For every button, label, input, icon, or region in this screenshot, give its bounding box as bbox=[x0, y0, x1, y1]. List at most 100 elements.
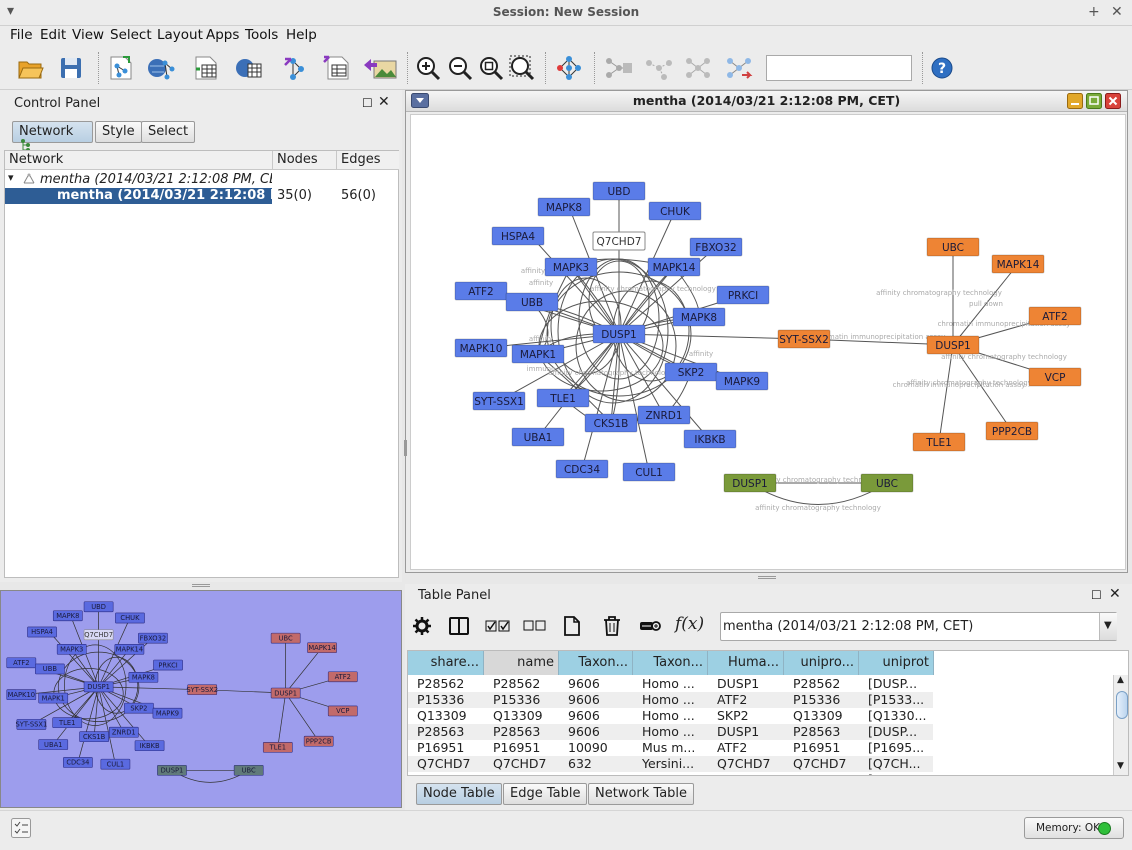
column-header-edges[interactable]: Edges bbox=[337, 151, 399, 170]
view-menu-icon[interactable] bbox=[411, 93, 429, 108]
scroll-up-icon[interactable]: ▲ bbox=[1117, 675, 1124, 685]
link-table-icon[interactable] bbox=[639, 619, 661, 633]
select-all-icon[interactable] bbox=[485, 620, 511, 632]
network-node[interactable]: FBXO32 bbox=[689, 237, 743, 257]
column-header-network[interactable]: Network bbox=[5, 151, 273, 170]
menu-layout[interactable]: Layout bbox=[157, 27, 203, 43]
split-pane-divider[interactable] bbox=[404, 440, 407, 456]
first-neighbors-icon[interactable] bbox=[603, 53, 633, 83]
columns-icon[interactable] bbox=[449, 617, 469, 635]
network-node[interactable]: IKBKB bbox=[683, 429, 737, 449]
column-header-nodes[interactable]: Nodes bbox=[273, 151, 337, 170]
tab-network-table[interactable]: Network Table bbox=[588, 783, 695, 805]
delete-column-icon[interactable] bbox=[603, 616, 621, 636]
column-header[interactable]: Taxon... bbox=[559, 651, 633, 675]
zoom-fit-icon[interactable] bbox=[476, 53, 506, 83]
network-node[interactable]: MAPK10 bbox=[454, 338, 508, 358]
import-network-file-icon[interactable] bbox=[107, 53, 137, 83]
window-menu-icon[interactable]: ▾ bbox=[7, 3, 15, 19]
network-node[interactable]: CKS1B bbox=[584, 413, 638, 433]
export-image-icon[interactable] bbox=[362, 53, 398, 83]
split-pane-divider[interactable] bbox=[758, 576, 776, 579]
close-panel-icon[interactable]: ✕ bbox=[378, 94, 390, 110]
export-table-icon[interactable] bbox=[322, 53, 352, 83]
window-maximize-icon[interactable]: + bbox=[1088, 4, 1100, 20]
import-network-url-icon[interactable] bbox=[146, 53, 176, 83]
network-collection-row[interactable]: ▾ mentha (2014/03/21 2:12:08 PM, CET bbox=[5, 171, 399, 188]
memory-status-button[interactable]: Memory: OK bbox=[1024, 817, 1124, 839]
network-node[interactable]: MAPK1 bbox=[511, 344, 565, 364]
network-node[interactable]: UBC bbox=[926, 237, 980, 257]
tab-edge-table[interactable]: Edge Table bbox=[503, 783, 588, 805]
close-panel-icon[interactable]: ✕ bbox=[1109, 586, 1121, 602]
menu-tools[interactable]: Tools bbox=[245, 27, 279, 43]
import-table-file-icon[interactable] bbox=[192, 53, 222, 83]
apply-layout-icon[interactable] bbox=[554, 53, 584, 83]
column-header[interactable]: Huma... bbox=[708, 651, 784, 675]
table-row[interactable]: A4DIV8A4DIV810090Mus m...SYT-SSX2A4DIV8[… bbox=[408, 772, 933, 775]
network-node[interactable]: CHUK bbox=[648, 201, 702, 221]
menu-edit[interactable]: Edit bbox=[40, 27, 67, 43]
network-node[interactable]: PPP2CB bbox=[985, 421, 1039, 441]
window-close-icon[interactable]: ✕ bbox=[1111, 4, 1123, 20]
network-node[interactable]: MAPK9 bbox=[715, 371, 769, 391]
scroll-down-icon[interactable]: ▼ bbox=[1117, 761, 1124, 771]
network-canvas[interactable]: affinity affinity affinity immuno affini… bbox=[410, 114, 1126, 570]
network-node[interactable]: TLE1 bbox=[536, 388, 590, 408]
network-node[interactable]: DUSP1 bbox=[926, 335, 980, 355]
minimize-view-icon[interactable] bbox=[1067, 93, 1083, 109]
network-node[interactable]: VCP bbox=[1028, 367, 1082, 387]
network-node[interactable]: TLE1 bbox=[912, 432, 966, 452]
network-node[interactable]: MAPK14 bbox=[647, 257, 701, 277]
task-history-icon[interactable] bbox=[11, 818, 31, 838]
network-node[interactable]: CUL1 bbox=[622, 462, 676, 482]
export-network-icon[interactable] bbox=[281, 53, 311, 83]
new-network-from-selection-icon[interactable] bbox=[724, 53, 754, 83]
network-node[interactable]: SYT-SSX1 bbox=[472, 391, 526, 411]
show-all-icon[interactable] bbox=[683, 53, 713, 83]
tab-style[interactable]: Style bbox=[95, 121, 142, 143]
close-view-icon[interactable] bbox=[1105, 93, 1121, 109]
tab-node-table[interactable]: Node Table bbox=[416, 783, 502, 805]
menu-help[interactable]: Help bbox=[286, 27, 317, 43]
tab-select[interactable]: Select bbox=[141, 121, 196, 143]
new-column-icon[interactable] bbox=[563, 616, 581, 636]
zoom-in-icon[interactable] bbox=[413, 53, 443, 83]
zoom-out-icon[interactable] bbox=[445, 53, 475, 83]
network-node[interactable]: ZNRD1 bbox=[637, 405, 691, 425]
menu-select[interactable]: Select bbox=[110, 27, 152, 43]
network-node[interactable]: PRKCI bbox=[716, 285, 770, 305]
network-row[interactable]: mentha (2014/03/21 2:12:08 PM, 35(0) 56(… bbox=[5, 188, 399, 205]
column-header[interactable]: share... bbox=[408, 651, 484, 675]
column-header[interactable]: name bbox=[484, 651, 559, 675]
network-search-input[interactable] bbox=[766, 55, 912, 81]
column-header[interactable]: Taxon... bbox=[633, 651, 708, 675]
network-node[interactable]: ATF2 bbox=[1028, 306, 1082, 326]
function-builder-icon[interactable]: f(x) bbox=[675, 614, 705, 634]
network-node[interactable]: Q7CHD7 bbox=[592, 231, 646, 251]
help-icon[interactable]: ? bbox=[930, 56, 954, 80]
vertical-scrollbar[interactable]: ▲ ▼ bbox=[1113, 675, 1128, 775]
tab-network[interactable]: Network bbox=[12, 121, 93, 152]
float-panel-icon[interactable]: ☐ bbox=[1091, 588, 1102, 602]
table-selector-dropdown[interactable]: mentha (2014/03/21 2:12:08 PM, CET) ▼ bbox=[720, 612, 1117, 641]
float-panel-icon[interactable]: ☐ bbox=[362, 96, 373, 110]
column-header[interactable]: unipro... bbox=[784, 651, 859, 675]
split-pane-divider[interactable] bbox=[192, 584, 210, 587]
network-node[interactable]: MAPK3 bbox=[544, 257, 598, 277]
network-node[interactable]: MAPK8 bbox=[537, 197, 591, 217]
menu-apps[interactable]: Apps bbox=[206, 27, 240, 43]
restore-view-icon[interactable] bbox=[1086, 93, 1102, 109]
network-node[interactable]: MAPK8 bbox=[672, 307, 726, 327]
network-node[interactable]: DUSP1 bbox=[592, 324, 646, 344]
dropdown-arrow-icon[interactable]: ▼ bbox=[1099, 613, 1117, 640]
menu-file[interactable]: File bbox=[10, 27, 33, 43]
open-session-icon[interactable] bbox=[16, 53, 46, 83]
